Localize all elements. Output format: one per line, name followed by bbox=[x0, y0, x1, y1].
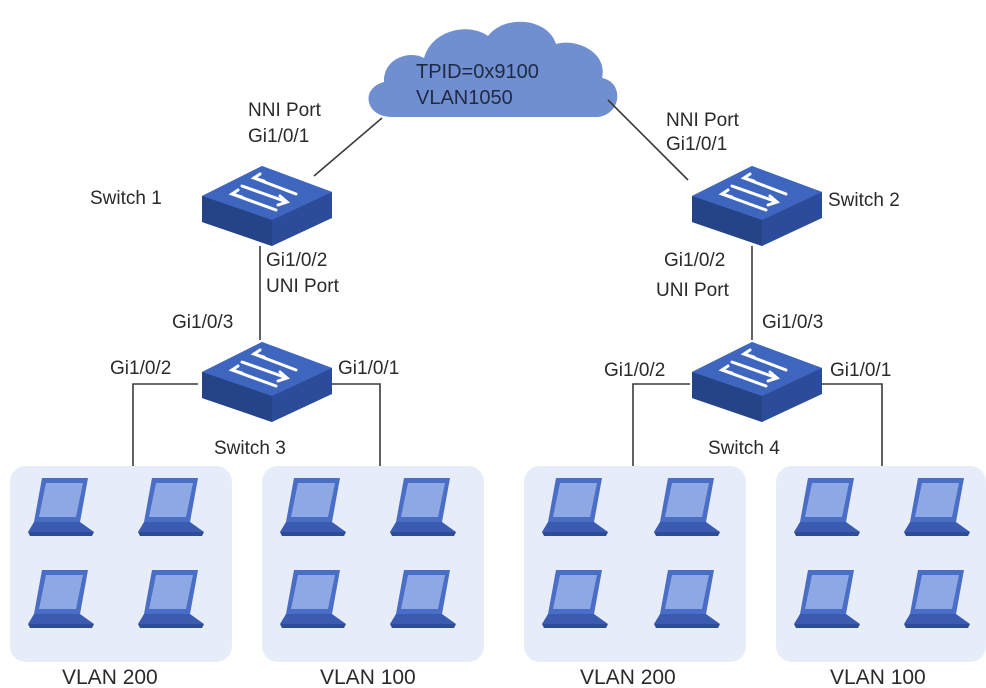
switch-1-icon bbox=[200, 164, 334, 248]
switch-2-icon bbox=[690, 164, 824, 248]
links bbox=[132, 99, 883, 466]
sw4-up-port: Gi1/0/3 bbox=[762, 312, 823, 333]
vlan-group-3-label: VLAN 200 bbox=[580, 666, 676, 688]
cloud-tpid-label: TPID=0x9100 bbox=[416, 61, 539, 83]
switch-4-name: Switch 4 bbox=[708, 438, 780, 459]
switch-3-icon bbox=[200, 340, 334, 424]
cloud-icon bbox=[368, 21, 618, 117]
sw3-up-port: Gi1/0/3 bbox=[172, 312, 233, 333]
sw1-uni-port: Gi1/0/2 bbox=[266, 250, 327, 271]
sw1-nni-type: NNI Port bbox=[248, 100, 322, 121]
sw2-nni-type: NNI Port bbox=[666, 110, 740, 131]
switch-4-icon bbox=[690, 340, 824, 424]
cloud-vlan-label: VLAN1050 bbox=[416, 87, 513, 109]
sw2-nni-port: Gi1/0/1 bbox=[666, 134, 727, 155]
sw3-left-port: Gi1/0/2 bbox=[110, 358, 171, 379]
sw1-uni-type: UNI Port bbox=[266, 276, 340, 297]
switch-3-name: Switch 3 bbox=[214, 438, 286, 459]
vlan-group-4-label: VLAN 100 bbox=[830, 666, 926, 688]
sw2-uni-port: Gi1/0/2 bbox=[664, 250, 725, 271]
sw3-right-port: Gi1/0/1 bbox=[338, 358, 399, 379]
sw1-nni-port: Gi1/0/1 bbox=[248, 126, 309, 147]
switch-2-name: Switch 2 bbox=[828, 190, 900, 211]
switch-1-name: Switch 1 bbox=[90, 188, 162, 209]
sw4-left-port: Gi1/0/2 bbox=[604, 360, 665, 381]
sw2-uni-type: UNI Port bbox=[656, 280, 730, 301]
vlan-group-1-label: VLAN 200 bbox=[62, 666, 158, 688]
sw4-right-port: Gi1/0/1 bbox=[830, 360, 891, 381]
vlan-group-2-label: VLAN 100 bbox=[320, 666, 416, 688]
